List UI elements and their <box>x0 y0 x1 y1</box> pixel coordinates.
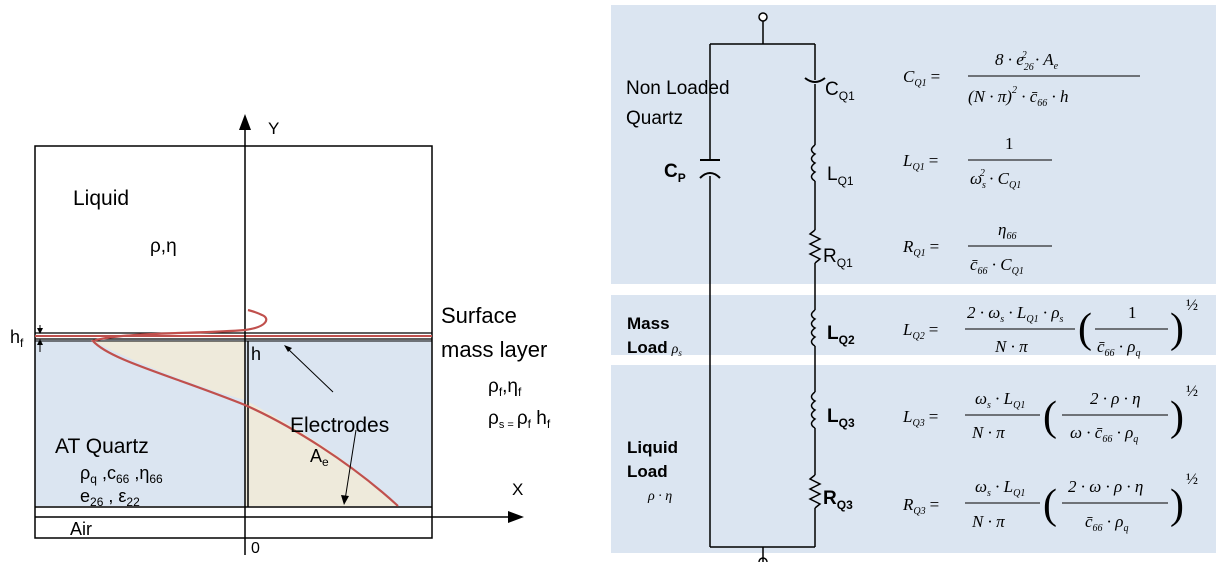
lq1-label: LQ1 <box>827 164 854 188</box>
cp-label: CP <box>664 161 686 185</box>
svg-text:1: 1 <box>1005 134 1014 153</box>
x-axis-label: X <box>512 480 523 499</box>
svg-text:2 · ω · ρ · η: 2 · ω · ρ · η <box>1068 477 1143 496</box>
svg-text:RQ1=: RQ1= <box>902 237 939 259</box>
rq1-label: RQ1 <box>823 246 853 270</box>
svg-text:(N · π)2 · c̄66 · h: (N · π)2 · c̄66 · h <box>968 85 1068 109</box>
surface-label-1: Surface <box>441 303 517 328</box>
svg-text:CQ1=: CQ1= <box>903 67 940 89</box>
air-label: Air <box>70 519 92 539</box>
svg-text:): ) <box>1170 306 1184 352</box>
svg-text:c̄66 · ρq: c̄66 · ρq <box>1085 512 1128 534</box>
svg-text:LQ3=: LQ3= <box>902 407 938 429</box>
rq1-resistor <box>808 229 822 264</box>
y-axis-label: Y <box>268 119 279 138</box>
svg-text:(: ( <box>1043 394 1057 440</box>
h-label: h <box>251 344 261 364</box>
svg-text:c̄66 · CQ1: c̄66 · CQ1 <box>970 255 1024 277</box>
left-diagram: Y X 0 Liquid ρ,η hf h Surface mass layer… <box>10 114 551 557</box>
lq3-inductor <box>810 391 817 429</box>
liquid-label: Liquid <box>73 187 129 210</box>
electrodes-arrow-bottom <box>344 429 357 501</box>
svg-text:N · π: N · π <box>971 512 1005 531</box>
svg-text:8 · e262 · Ae: 8 · e262 · Ae <box>995 50 1059 73</box>
outer-box <box>34 145 433 539</box>
cq1-label: CQ1 <box>825 79 855 103</box>
origin-label: 0 <box>251 540 260 557</box>
eq-lq2: LQ2= 2 · ωs · LQ1 · ρs N · π ( 1 c̄66 · … <box>902 297 1198 359</box>
non-loaded-label-2: Quartz <box>626 108 683 129</box>
liquid-load-label-2: Load <box>627 462 668 481</box>
cq1-capacitor <box>804 77 826 83</box>
liquid-props: ρ,η <box>150 236 177 257</box>
quartz-e: e26 , ε22 <box>80 486 140 509</box>
svg-text:c̄66 · ρq: c̄66 · ρq <box>1097 337 1140 359</box>
top-terminal <box>758 12 768 22</box>
rq3-resistor <box>808 474 822 509</box>
svg-text:½: ½ <box>1186 297 1198 314</box>
x-axis-arrow <box>508 511 524 523</box>
rhos-relation: ρs = ρf hf <box>488 408 551 431</box>
eq-rq3: RQ3= ωs · LQ1 N · π ( 2 · ω · ρ · η c̄66… <box>902 471 1198 534</box>
svg-text:ω · c̄66 · ρq: ω · c̄66 · ρq <box>1070 423 1138 445</box>
film-props: ρf,ηf <box>488 376 522 399</box>
equations: CQ1= 8 · e262 · Ae (N · π)2 · c̄66 · h L… <box>902 50 1198 534</box>
svg-text:LQ1=: LQ1= <box>902 151 938 173</box>
electrodes-label: Electrodes <box>290 414 389 437</box>
svg-text:(: ( <box>1078 306 1092 352</box>
svg-text:ωs · LQ1: ωs · LQ1 <box>975 477 1025 499</box>
svg-text:): ) <box>1170 482 1184 528</box>
non-loaded-label-1: Non Loaded <box>626 78 730 99</box>
eq-lq1: LQ1= 1 ωs2 · CQ1 <box>902 134 1052 191</box>
right-diagram: Non Loaded Quartz CP CQ1 LQ1 RQ1 Mass Lo… <box>611 5 1216 563</box>
svg-text:2 · ρ · η: 2 · ρ · η <box>1090 389 1141 408</box>
eq-rq1: RQ1= η66 c̄66 · CQ1 <box>902 220 1052 277</box>
y-axis-arrow <box>239 114 251 130</box>
electrodes-arrow-top <box>286 347 334 393</box>
hf-label: hf <box>10 327 24 350</box>
svg-text:RQ3=: RQ3= <box>902 495 939 517</box>
svg-text:½: ½ <box>1186 471 1198 488</box>
panel-mass-load <box>611 295 1216 355</box>
svg-text:½: ½ <box>1186 383 1198 400</box>
svg-text:ωs2 · CQ1: ωs2 · CQ1 <box>970 168 1021 191</box>
displacement-curve <box>91 308 399 507</box>
svg-text:N · π: N · π <box>971 423 1005 442</box>
lq2-label: LQ2 <box>827 323 855 347</box>
displacement-fill-left <box>93 341 245 400</box>
svg-text:2 · ωs · LQ1 · ρs: 2 · ωs · LQ1 · ρs <box>967 303 1064 325</box>
eq-cq1: CQ1= 8 · e262 · Ae (N · π)2 · c̄66 · h <box>903 50 1140 109</box>
lq3-label: LQ3 <box>827 406 855 430</box>
svg-text:): ) <box>1170 394 1184 440</box>
eq-lq3: LQ3= ωs · LQ1 N · π ( 2 · ρ · η ω · c̄66… <box>902 383 1198 445</box>
lq1-inductor <box>810 144 817 182</box>
quartz-label: AT Quartz <box>55 435 149 458</box>
mass-load-label-1: Mass <box>627 314 670 333</box>
displacement-fill-right <box>245 341 398 506</box>
svg-text:LQ2=: LQ2= <box>902 320 938 342</box>
liquid-load-label-1: Liquid <box>627 438 678 457</box>
quartz-props: ρq ,c66 ,η66 <box>80 463 163 486</box>
rq3-label: RQ3 <box>823 488 853 512</box>
svg-text:(: ( <box>1043 482 1057 528</box>
surface-label-2: mass layer <box>441 337 547 362</box>
svg-text:1: 1 <box>1128 303 1137 322</box>
svg-text:N · π: N · π <box>994 337 1028 356</box>
svg-text:η66: η66 <box>998 220 1016 242</box>
ae-label: Ae <box>310 446 329 469</box>
lq2-inductor <box>810 309 817 347</box>
panel-liquid-load <box>611 365 1216 553</box>
svg-text:ωs · LQ1: ωs · LQ1 <box>975 389 1025 411</box>
liquid-load-rho-eta: ρ · η <box>647 489 672 504</box>
panel-non-loaded <box>611 5 1216 284</box>
